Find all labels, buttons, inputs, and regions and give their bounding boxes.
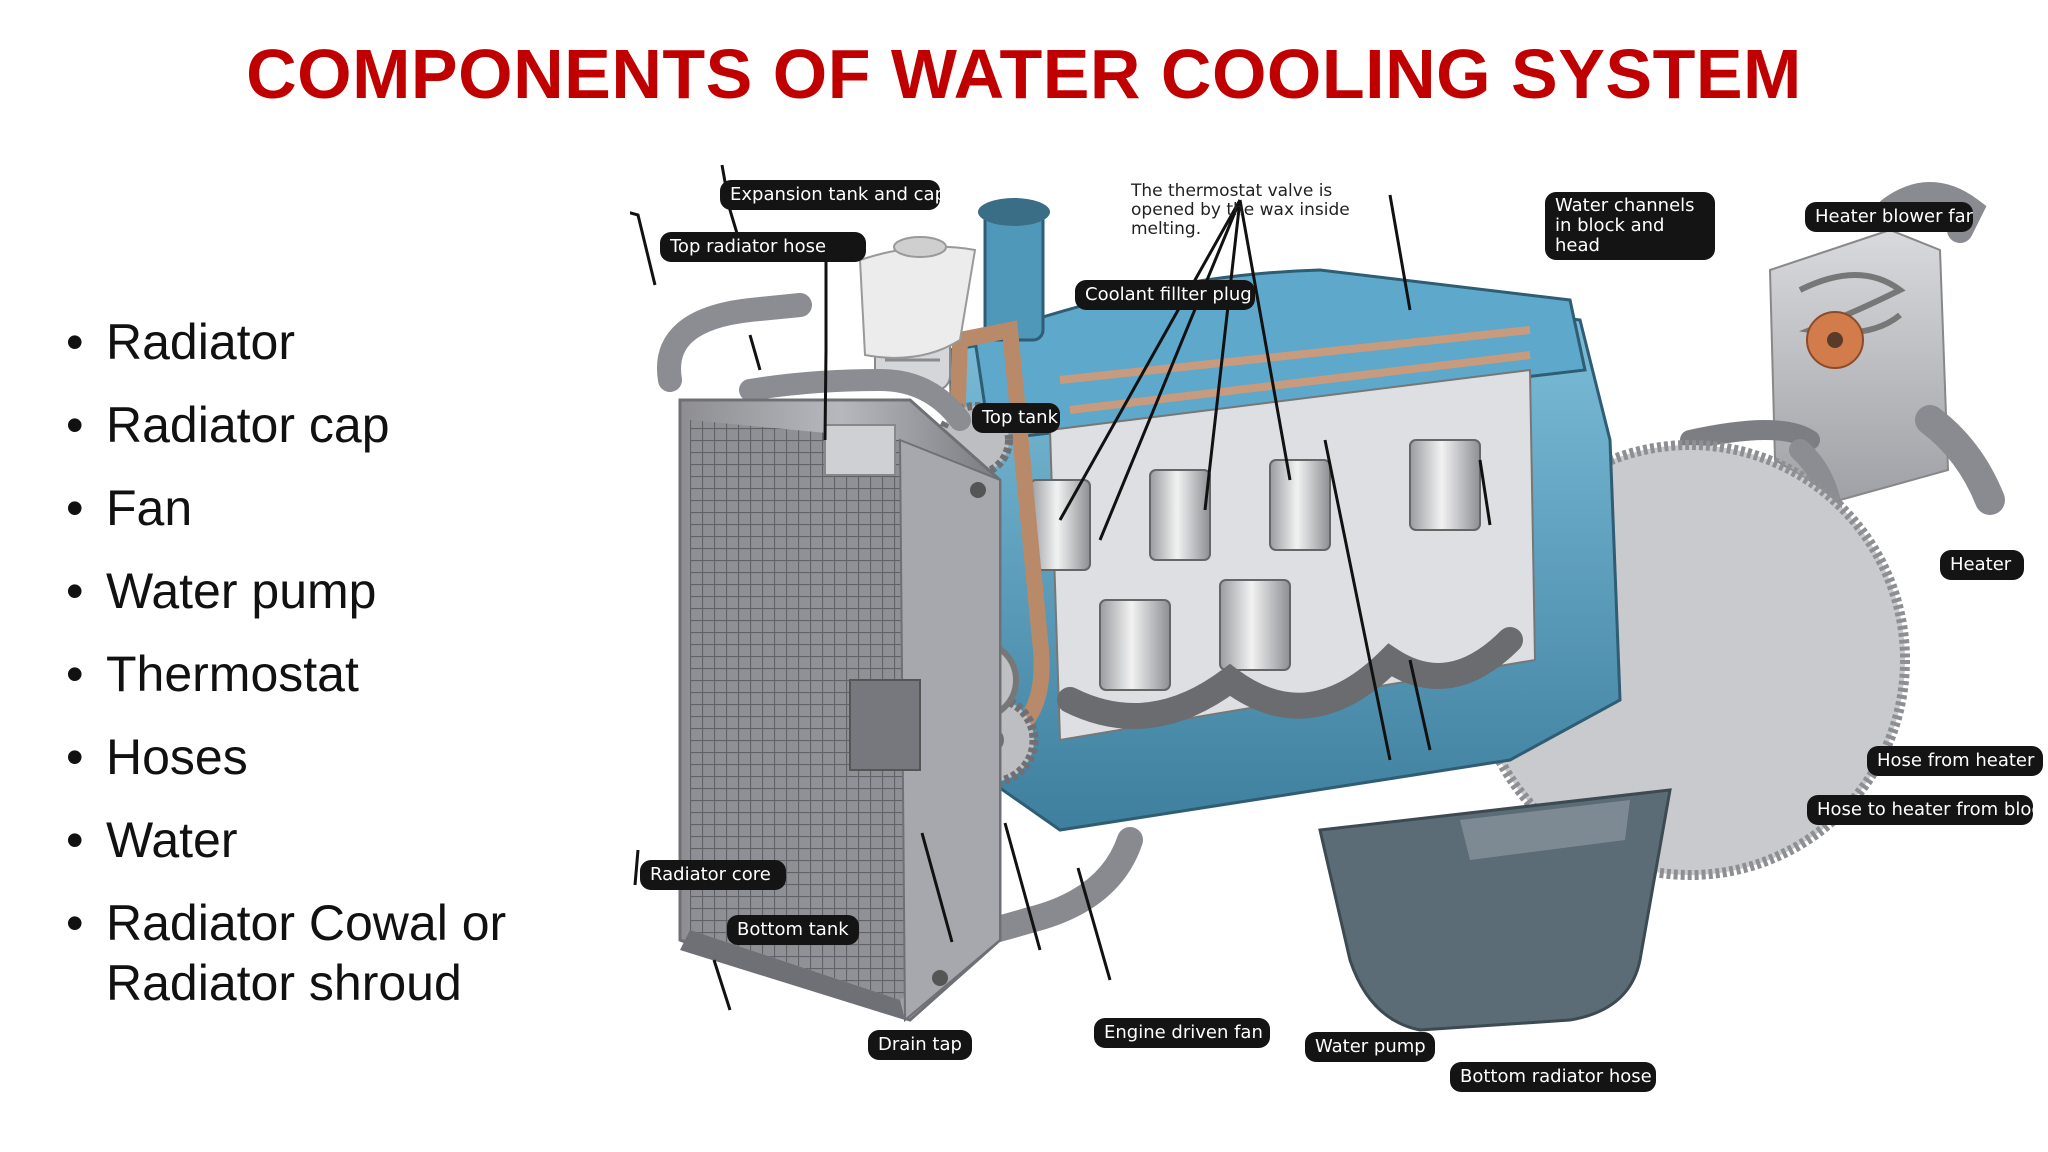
list-item: Radiator cap	[66, 395, 586, 455]
expansion-tank	[858, 236, 977, 359]
radiator	[678, 398, 1002, 1023]
list-item: Water	[66, 810, 586, 870]
label-engine-driven-fan: Engine driven fan	[1094, 1018, 1270, 1048]
engine-block	[948, 198, 1622, 832]
list-item: Fan	[66, 478, 586, 538]
label-coolant-filler-plug: Coolant fillter plug	[1075, 280, 1255, 310]
label-top-radiator-hose: Top radiator hose	[660, 232, 866, 262]
label-bottom-radiator-hose: Bottom radiator hose	[1450, 1062, 1656, 1092]
label-expansion-tank: Expansion tank and cap	[720, 180, 940, 210]
label-water-channels: Water channels in block and head	[1545, 192, 1715, 260]
label-water-pump: Water pump	[1305, 1032, 1435, 1062]
label-hose-from-heater: Hose from heater	[1867, 746, 2043, 776]
label-drain-tap: Drain tap	[868, 1030, 972, 1060]
label-heater-blower-fan: Heater blower fan	[1805, 202, 1973, 232]
leader-lines	[630, 164, 1492, 1011]
label-bottom-tank: Bottom tank	[727, 915, 859, 945]
list-item: Radiator Cowal or Radiator shroud	[66, 893, 586, 1013]
cooling-system-illustration: Expansion tank and cap Top radiator hose…	[630, 140, 2048, 1152]
label-heater: Heater	[1940, 550, 2024, 580]
label-radiator-core: Radiator core	[640, 860, 786, 890]
label-top-tank: Top tank	[972, 403, 1060, 433]
list-item: Water pump	[66, 561, 586, 621]
page-title: COMPONENTS OF WATER COOLING SYSTEM	[246, 35, 1802, 113]
list-item: Thermostat	[66, 644, 586, 704]
list-item: Radiator	[66, 312, 586, 372]
list-item: Hoses	[66, 727, 586, 787]
label-hose-to-heater: Hose to heater from block	[1807, 795, 2033, 825]
engine-cutaway-drawing	[630, 164, 2005, 1032]
thermostat-note: The thermostat valve is opened by the wa…	[1131, 181, 1350, 239]
component-list: Radiator Radiator cap Fan Water pump The…	[66, 312, 586, 1036]
